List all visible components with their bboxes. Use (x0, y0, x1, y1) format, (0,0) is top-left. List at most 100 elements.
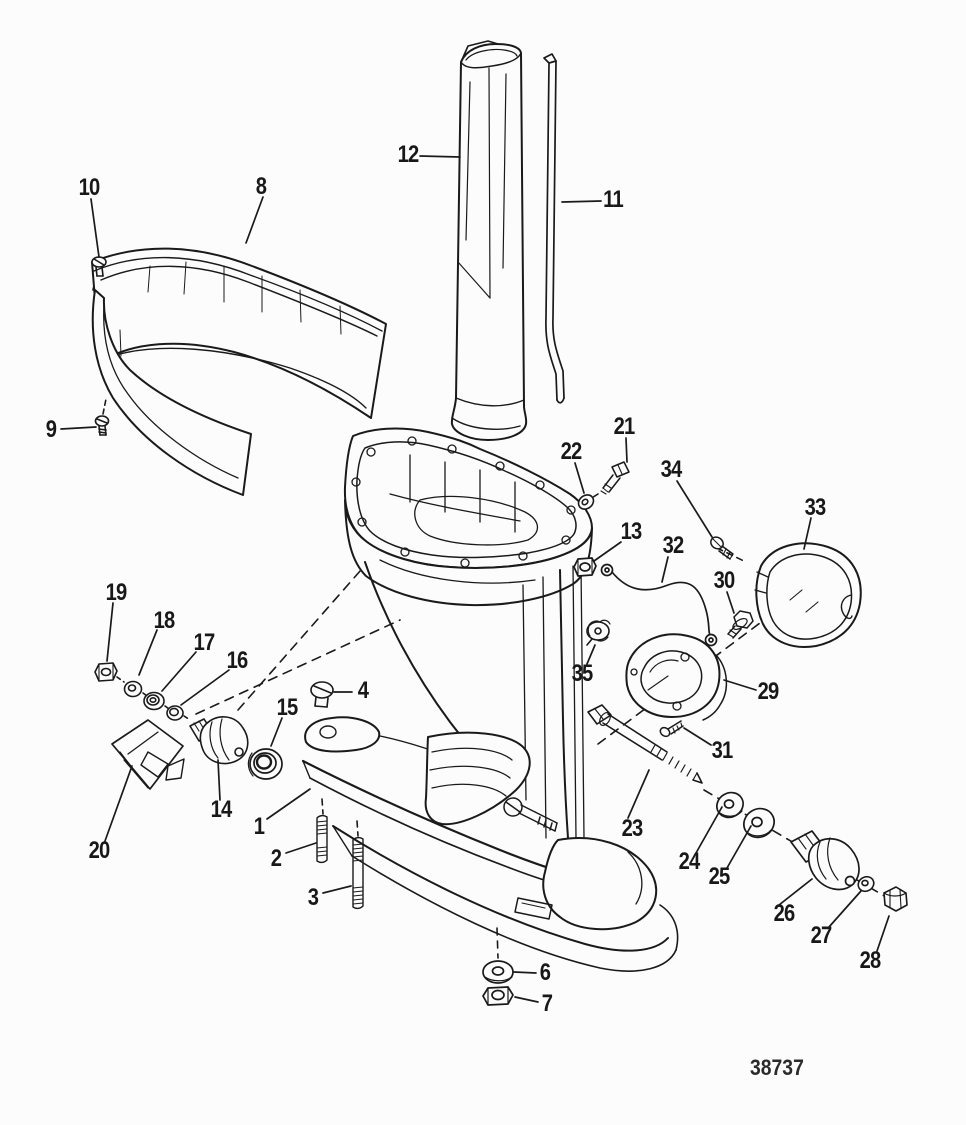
part-34-screw (710, 536, 734, 560)
part-25-washer (743, 807, 775, 839)
leader-31 (683, 727, 712, 746)
callout-35: 35 (571, 660, 594, 687)
leader-2 (285, 842, 317, 854)
callout-7: 7 (541, 990, 553, 1017)
leader-32 (661, 556, 669, 583)
part-2-stud (316, 814, 328, 864)
leader-8 (245, 196, 264, 244)
leader-10 (90, 198, 100, 258)
part-12-exhaust-tube (450, 40, 528, 441)
leader-29 (723, 679, 757, 691)
callout-12: 12 (397, 141, 420, 168)
part-3-stud (352, 836, 364, 910)
leader-9 (60, 426, 97, 430)
part-23-bolt (587, 704, 703, 784)
leader-24 (695, 806, 723, 854)
leader-27 (828, 890, 862, 928)
callout-3: 3 (307, 884, 319, 911)
callout-10: 10 (78, 174, 101, 201)
part-7-nut (482, 986, 514, 1006)
callout-23: 23 (621, 815, 644, 842)
leader-11 (561, 200, 602, 203)
part-8-splash-guard (91, 247, 387, 496)
callout-18: 18 (153, 607, 176, 634)
part-20-bracket (111, 719, 185, 790)
callout-30: 30 (713, 567, 736, 594)
callout-29: 29 (757, 678, 780, 705)
leader-16 (180, 669, 230, 706)
callout-1: 1 (253, 813, 265, 840)
drawing-number: 38737 (750, 1055, 804, 1080)
callout-34: 34 (660, 456, 683, 483)
part-11-rod (543, 53, 565, 404)
callout-22: 22 (560, 438, 583, 465)
callout-21: 21 (613, 413, 636, 440)
callout-8: 8 (255, 173, 267, 200)
leader-17 (161, 651, 197, 692)
callout-31: 31 (711, 737, 734, 764)
callout-19: 19 (105, 579, 128, 606)
part-27-washer (857, 875, 875, 893)
callout-13: 13 (620, 518, 643, 545)
leader-26 (778, 878, 813, 906)
part-10-screw (91, 256, 107, 277)
callout-17: 17 (193, 629, 216, 656)
part-4-plug (310, 681, 334, 708)
callout-6: 6 (539, 959, 551, 986)
leader-28 (876, 915, 890, 952)
callout-2: 2 (270, 845, 282, 872)
callout-27: 27 (810, 922, 833, 949)
callout-33: 33 (804, 494, 827, 521)
part-19-nut (94, 662, 118, 682)
leader-14 (217, 759, 221, 801)
leader-3 (322, 885, 352, 894)
leader-34 (676, 480, 713, 538)
part-29-plate (625, 633, 728, 721)
callout-24: 24 (678, 848, 701, 875)
leader-20 (104, 765, 133, 842)
leader-7 (514, 996, 539, 1003)
leader-21 (625, 437, 628, 463)
part-26-sensor (790, 830, 860, 891)
leader-18 (138, 629, 158, 676)
callout-32: 32 (662, 532, 685, 559)
part-24-washer (716, 791, 744, 819)
callout-4: 4 (357, 677, 369, 704)
part-15-grommet (247, 748, 283, 780)
part-35-plug (586, 619, 611, 646)
callout-15: 15 (276, 694, 299, 721)
callout-14: 14 (210, 796, 233, 823)
callout-25: 25 (708, 863, 731, 890)
part-14-fitting (189, 716, 249, 765)
leader-19 (106, 602, 114, 662)
part-32-ground-wire (600, 563, 718, 647)
leader-22 (574, 462, 585, 494)
part-18-washer (123, 680, 143, 698)
part-30-screw (727, 610, 754, 639)
leader-35 (586, 644, 596, 665)
part-13-nut (573, 557, 597, 577)
part-1-driveshaft-housing (301, 427, 679, 972)
part-17-locknut (143, 691, 165, 711)
leader-1 (266, 788, 311, 820)
callout-16: 16 (226, 647, 249, 674)
callout-20: 20 (88, 837, 111, 864)
leader-lines (60, 155, 890, 1003)
leader-33 (803, 517, 812, 550)
callout-11: 11 (603, 186, 623, 213)
leader-6 (513, 971, 537, 974)
part-31-screw (659, 720, 684, 738)
part-21-bolt (600, 461, 630, 495)
leader-15 (270, 717, 283, 747)
leader-12 (419, 155, 461, 158)
callout-26: 26 (773, 900, 796, 927)
part-16-washer (166, 705, 184, 721)
leader-30 (726, 591, 735, 614)
leader-25 (726, 825, 752, 869)
part-6-washer (482, 960, 514, 984)
leader-13 (593, 541, 622, 562)
callout-28: 28 (859, 947, 882, 974)
callout-9: 9 (45, 416, 57, 443)
